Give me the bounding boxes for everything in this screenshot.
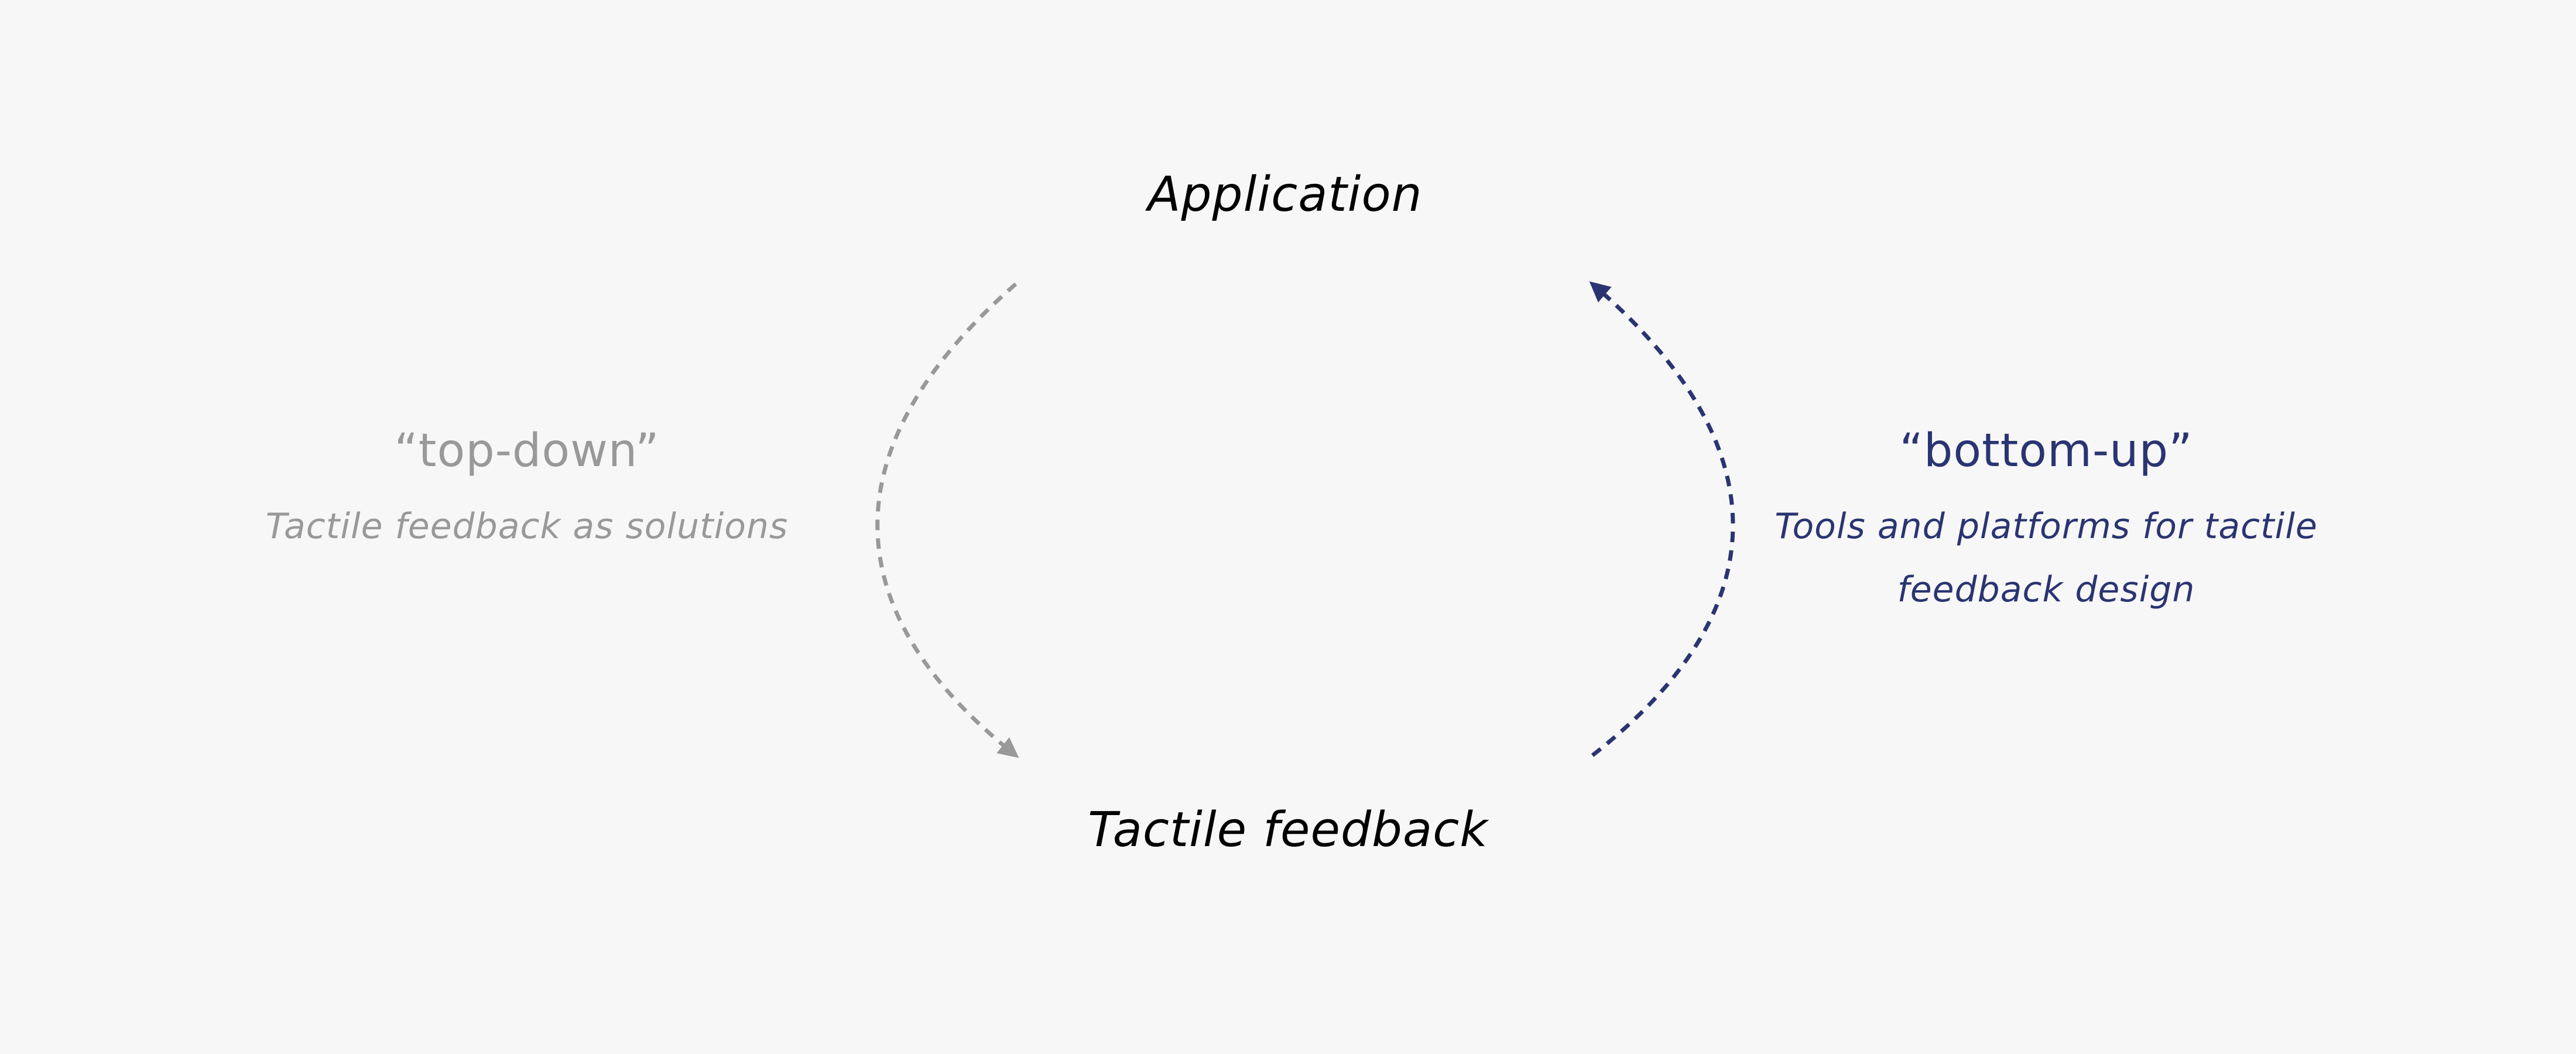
tactile-feedback-node: Tactile feedback — [1088, 802, 1488, 858]
top-down-description: Tactile feedback as solutions — [265, 506, 789, 547]
top-down-title: “top-down” — [394, 425, 660, 477]
bottom-up-description-line-2: feedback design — [1897, 569, 2195, 610]
bottom-up-arrow — [1589, 281, 1735, 757]
bottom-up-description: Tools and platforms for tactile feedback… — [1724, 495, 2368, 621]
bottom-up-description-line-1: Tools and platforms for tactile — [1775, 506, 2318, 547]
top-down-arrow — [875, 282, 1019, 758]
bottom-up-title: “bottom-up” — [1899, 425, 2193, 477]
application-node: Application — [1147, 167, 1423, 223]
